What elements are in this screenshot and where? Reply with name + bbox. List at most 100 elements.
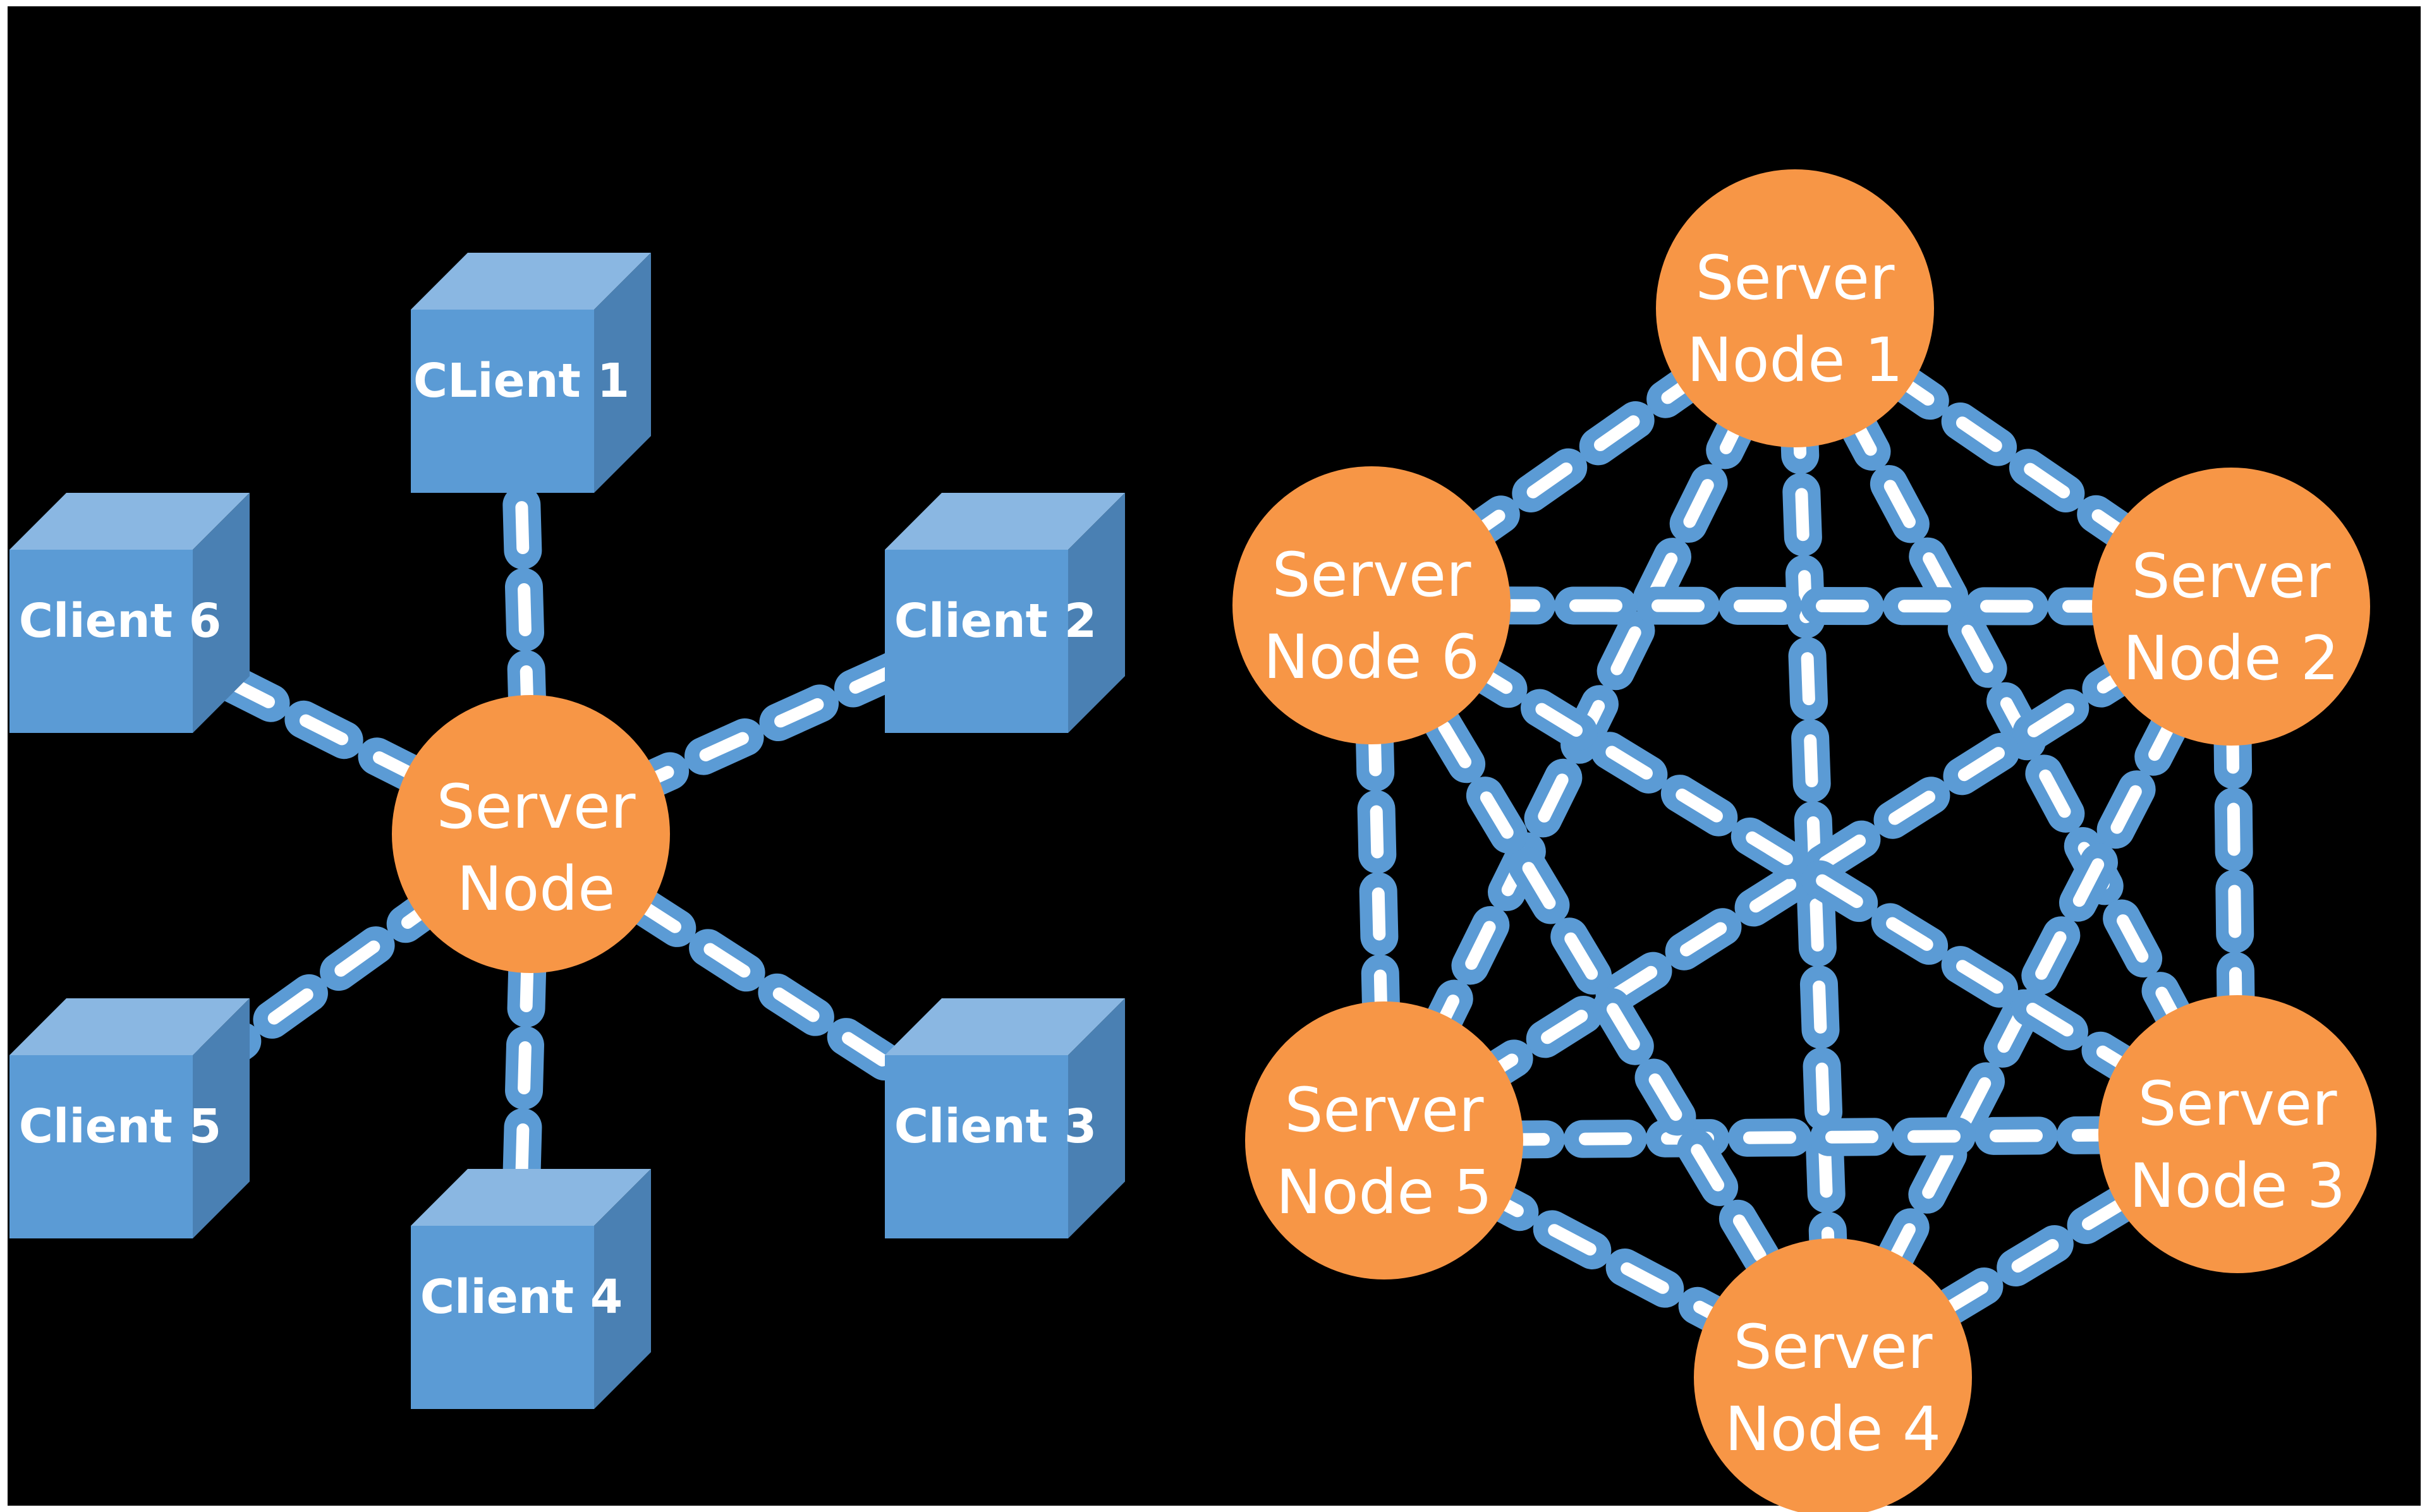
chain-link-hole	[1438, 720, 1472, 768]
chain-link-hole	[1888, 790, 1936, 825]
client-4: Client 4	[411, 1169, 651, 1409]
chain-link-hole	[2035, 931, 2067, 980]
chain-link-hole	[2011, 1239, 2059, 1273]
chain-link-hole	[518, 583, 532, 636]
chain-link-hole	[2228, 885, 2242, 938]
chain-link-hole	[1538, 773, 1569, 823]
chain-link-hole	[703, 943, 751, 978]
chain-link-hole	[1465, 921, 1496, 970]
client-1: CLient 1	[411, 253, 651, 493]
chain-link-hole	[1980, 600, 2033, 613]
cube-top-face	[9, 493, 250, 550]
chain-link-hole	[1732, 1214, 1767, 1262]
chain-link-hole	[774, 698, 824, 728]
central-server-node: Server Node	[392, 695, 670, 973]
chain-link-hole	[1961, 624, 1993, 674]
chain-link-hole	[1956, 960, 2004, 994]
chain-link-hole	[1941, 1281, 1989, 1315]
chain-link-hole	[267, 988, 313, 1025]
chain-link-hole	[1648, 1073, 1682, 1121]
chain-link-hole	[1541, 1010, 1588, 1044]
chain-link-hole	[1605, 746, 1653, 780]
chain-link-hole	[2072, 858, 2105, 907]
chain-link-hole	[1606, 1003, 1640, 1051]
cube-side-face	[193, 493, 250, 733]
chain-link-hole	[1691, 1144, 1725, 1192]
chain-link-hole	[1579, 1132, 1633, 1146]
chain-link-hole	[334, 940, 380, 977]
chain-link-hole	[1746, 831, 1793, 866]
cube-top-face	[411, 1169, 651, 1226]
chain-link-hole	[1621, 1262, 1669, 1294]
chain-link-hole	[1743, 1131, 1797, 1144]
server-node-label-line2: Node 5	[1276, 1157, 1492, 1228]
cube-icon	[9, 1055, 193, 1238]
chain-link-hole	[1480, 791, 1514, 839]
server-node-label-line1: Server	[1734, 1312, 1933, 1382]
cube-side-face	[594, 1169, 651, 1409]
cube-top-face	[885, 998, 1125, 1055]
chain-link-hole	[1959, 1077, 1992, 1126]
chain-link-hole	[1522, 862, 1556, 910]
server-node-label-line1: Server	[1696, 243, 1895, 313]
chain-link-hole	[2117, 914, 2149, 963]
server-node-label-line2: Node 2	[2123, 623, 2339, 694]
circle-node-icon	[1245, 1001, 1523, 1279]
server-node-label-line1: Server	[1285, 1075, 1484, 1146]
chain-link-hole	[1804, 734, 1818, 788]
central-server-label-line2: Node	[457, 854, 616, 924]
chain-link-hole	[1749, 878, 1797, 913]
chain-link-hole	[1548, 1224, 1597, 1256]
chain-link-hole	[699, 732, 749, 761]
cube-top-face	[411, 253, 651, 310]
server-node-label-line2: Node 3	[2129, 1151, 2345, 1221]
chain-link-hole	[842, 1032, 889, 1067]
cube-icon	[411, 310, 594, 493]
chain-link-hole	[1989, 1129, 2043, 1142]
server-node-label-line1: Server	[2132, 541, 2331, 612]
chain-link-hole	[772, 987, 820, 1022]
chain-link-hole	[1564, 932, 1598, 980]
circle-node-icon	[1656, 169, 1934, 447]
chain-link-hole	[1372, 887, 1386, 941]
circle-node-icon	[1232, 466, 1511, 744]
chain-link-hole	[1676, 789, 1723, 823]
chain-link-hole	[2027, 703, 2074, 737]
chain-link-hole	[1957, 747, 2005, 782]
chain-link-hole	[1594, 415, 1640, 452]
chain-link-hole	[518, 1041, 532, 1094]
circle-node-icon	[1694, 1238, 1972, 1512]
central-server-label-line1: Server	[437, 771, 636, 842]
chain-link-hole	[1815, 600, 1869, 613]
chain-link-hole	[2039, 769, 2071, 818]
chain-link-hole	[1813, 980, 1827, 1034]
chain-link-hole	[1818, 834, 1866, 869]
chain-link-hole	[1897, 600, 1951, 613]
circle-node-icon	[2098, 995, 2376, 1273]
server-node-label-line2: Node 4	[1725, 1394, 1941, 1465]
cube-top-face	[885, 493, 1125, 550]
client-6: Client 6	[9, 493, 250, 733]
cube-side-face	[594, 253, 651, 493]
client-3: Client 3	[885, 998, 1125, 1238]
chain-link-hole	[1610, 626, 1641, 675]
client-label: Client 2	[894, 594, 1097, 648]
cube-side-face	[1068, 493, 1125, 733]
chain-link-hole	[2081, 1196, 2129, 1230]
chain-link-hole	[2227, 802, 2241, 856]
client-label: CLient 1	[413, 354, 630, 408]
circle-node-icon	[392, 695, 670, 973]
chain-link-hole	[1810, 898, 1824, 952]
chain-link-hole	[1815, 1062, 1830, 1116]
chain-link-hole	[1569, 599, 1623, 612]
server-node-label-line1: Server	[1272, 540, 1471, 610]
server-node-label-line2: Node 6	[1263, 622, 1480, 692]
chain-link-hole	[2110, 785, 2142, 834]
